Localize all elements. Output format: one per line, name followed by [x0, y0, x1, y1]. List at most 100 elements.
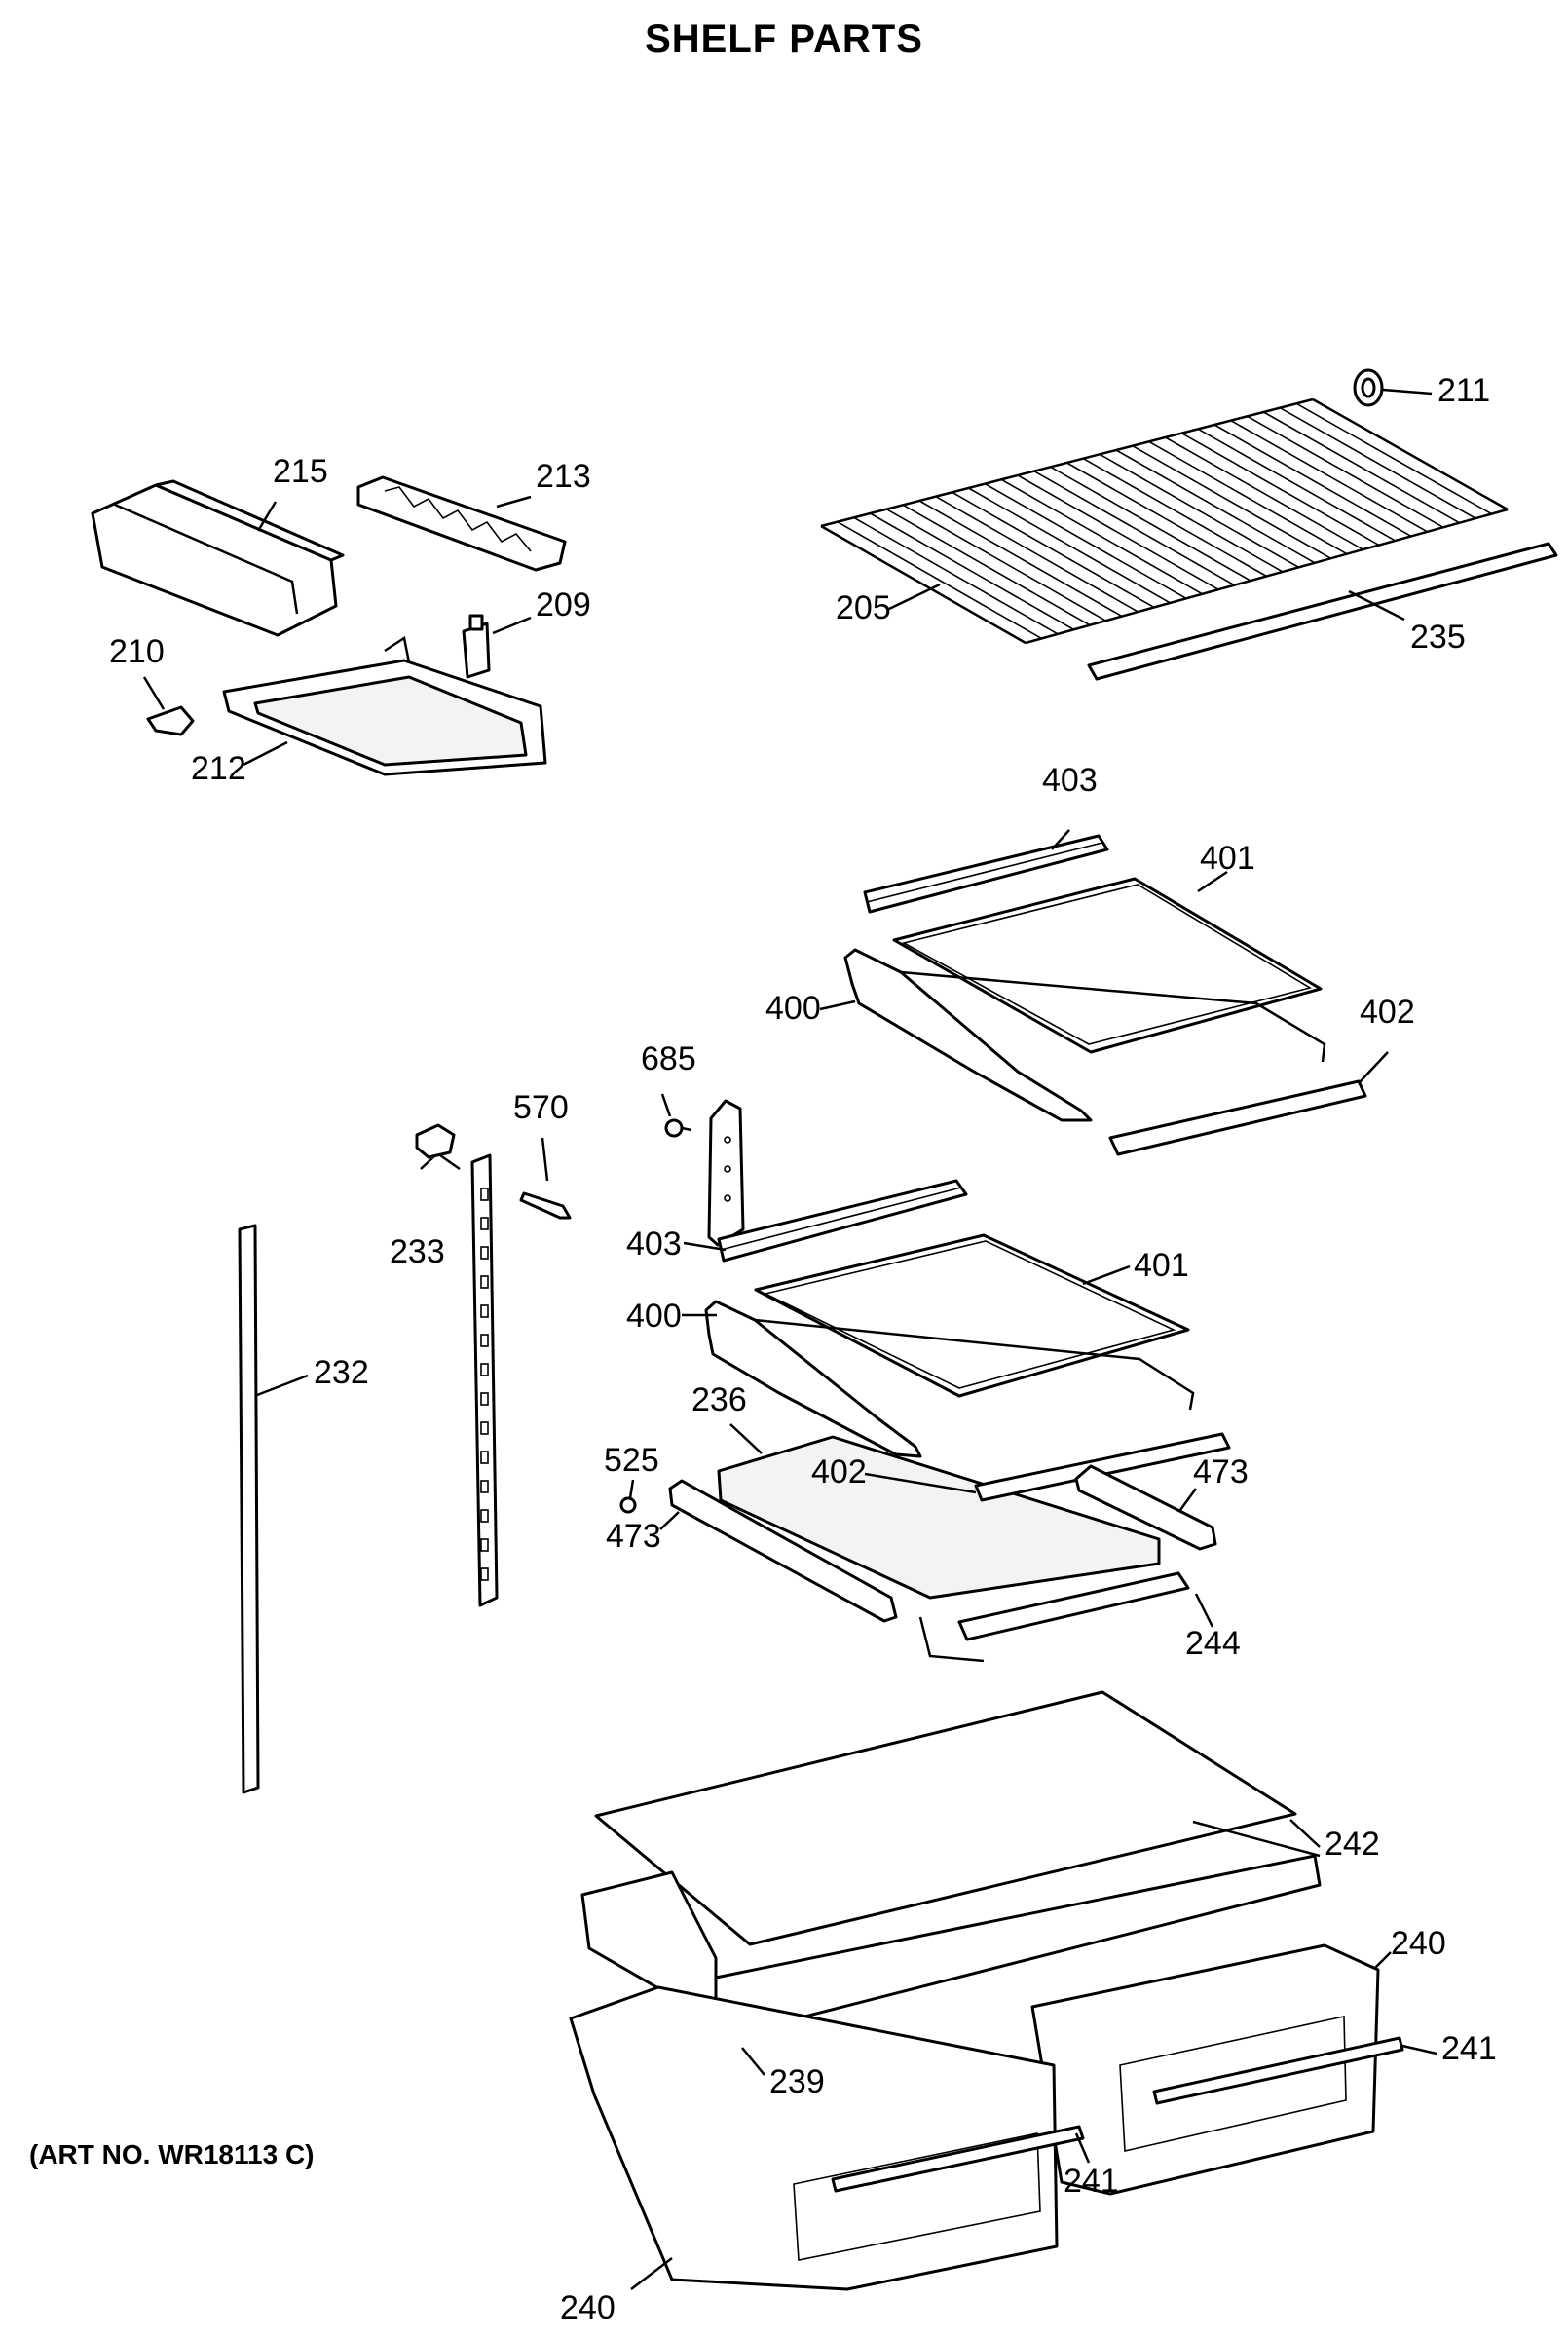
diagram-title: SHELF PARTS [645, 18, 923, 60]
wire-rod [1066, 462, 1267, 578]
rail-slot [480, 1275, 489, 1289]
wire-rod [984, 482, 1187, 600]
part-401-upper-glass [892, 877, 1323, 1054]
part-235-shelf-trim [1087, 542, 1558, 681]
part-473-right-rail [1074, 1464, 1217, 1551]
wire-rod [1263, 411, 1460, 524]
wire-rod [870, 512, 1074, 630]
wire-rod [1000, 478, 1203, 595]
label-232: 232 [314, 1354, 369, 1391]
label-570: 570 [513, 1089, 569, 1126]
label-400-middle: 400 [626, 1298, 682, 1335]
part-240-right-drawer [1030, 1943, 1380, 2196]
wire-rod [1148, 440, 1348, 555]
part-upright-bracket-center [707, 1099, 745, 1247]
wire-rod [1230, 419, 1428, 533]
label-403-upper: 403 [1042, 762, 1098, 799]
wire-rod [1115, 449, 1316, 564]
label-400-upper: 400 [765, 990, 821, 1027]
label-473-left: 473 [606, 1518, 661, 1555]
label-401-upper: 401 [1200, 840, 1255, 877]
wire-rod [885, 508, 1091, 626]
label-401-middle: 401 [1134, 1247, 1189, 1284]
wire-rod [853, 516, 1059, 635]
part-570-screw [519, 1191, 572, 1220]
wire-rod [1213, 424, 1412, 538]
wire-rod [837, 520, 1042, 640]
part-402-lower-trim [974, 1432, 1231, 1502]
label-402-upper: 402 [1360, 994, 1415, 1031]
part-473-left-rail [668, 1479, 898, 1623]
part-215-bin [91, 479, 345, 637]
label-215: 215 [273, 453, 328, 490]
wire-rod [1295, 402, 1492, 515]
part-402-upper-rear-trim [1108, 1079, 1367, 1156]
label-241-left: 241 [1064, 2163, 1119, 2200]
rail-slot [480, 1363, 489, 1376]
part-211-knob [1353, 368, 1384, 407]
wire-rod [1082, 457, 1284, 573]
part-401-middle-glass [754, 1233, 1190, 1398]
wire-rod [1099, 453, 1299, 569]
wire-rod [918, 500, 1123, 618]
label-473-right: 473 [1193, 1453, 1249, 1490]
label-209: 209 [536, 586, 591, 623]
wire-rod [968, 487, 1171, 604]
rail-slot [480, 1334, 489, 1347]
part-240-left-drawer [569, 1985, 1059, 2291]
label-685: 685 [641, 1040, 696, 1077]
wire-rod [1017, 474, 1219, 590]
part-685-screw [664, 1118, 692, 1138]
label-212: 212 [191, 750, 246, 787]
label-242: 242 [1325, 1826, 1380, 1863]
part-236-frame [717, 1435, 1161, 1600]
rail-slot [480, 1392, 489, 1406]
part-205-wire-shelf [820, 397, 1509, 645]
part-crisper-cover-frame [580, 1820, 1322, 2026]
part-241-left-handle [831, 2125, 1085, 2193]
part-232-strip [238, 1224, 260, 1794]
part-403-upper-front-trim [863, 834, 1109, 914]
label-213: 213 [536, 458, 591, 495]
label-525: 525 [604, 1442, 659, 1479]
label-211: 211 [1437, 372, 1490, 409]
leader-lines [142, 388, 1437, 2290]
rail-slot [480, 1538, 489, 1552]
label-210: 210 [109, 633, 165, 670]
rail-slot [480, 1451, 489, 1464]
wire-rod [1247, 415, 1444, 528]
wire-rod [1197, 428, 1396, 542]
wire-rod [902, 504, 1106, 622]
part-212-shelf-frame [222, 635, 547, 776]
label-244: 244 [1185, 1625, 1241, 1662]
part-242-cover-glass [594, 1690, 1297, 1946]
label-205: 205 [836, 589, 891, 626]
label-240-right: 240 [1391, 1925, 1446, 1962]
part-241-right-handle [1152, 2036, 1404, 2105]
label-241-right: 241 [1441, 2030, 1497, 2067]
part-209-bracket [462, 614, 491, 679]
part-403-middle-front-trim [717, 1179, 968, 1263]
label-235: 235 [1410, 619, 1466, 656]
part-210-pin [146, 705, 195, 736]
wire-rod [1165, 436, 1363, 550]
rail-slot [480, 1421, 489, 1435]
part-side-rail [470, 1153, 499, 1607]
wire-rod [1279, 406, 1476, 519]
wire-rod [1050, 466, 1251, 582]
wire-rod [1180, 432, 1380, 547]
rail-slot [480, 1188, 489, 1201]
art-number: (ART NO. WR18113 C) [29, 2139, 315, 2169]
part-525-screw [619, 1496, 637, 1514]
rail-slot [480, 1567, 489, 1581]
part-213-ice-tray [356, 475, 567, 572]
label-236: 236 [691, 1381, 747, 1418]
wire-rod [1132, 444, 1331, 559]
rail-slot [480, 1480, 489, 1493]
wire-rod [935, 495, 1139, 613]
rail-slot [480, 1217, 489, 1230]
rail-slot [480, 1246, 489, 1260]
part-400-upper-frame [843, 948, 1326, 1122]
label-402-lower: 402 [811, 1453, 867, 1490]
